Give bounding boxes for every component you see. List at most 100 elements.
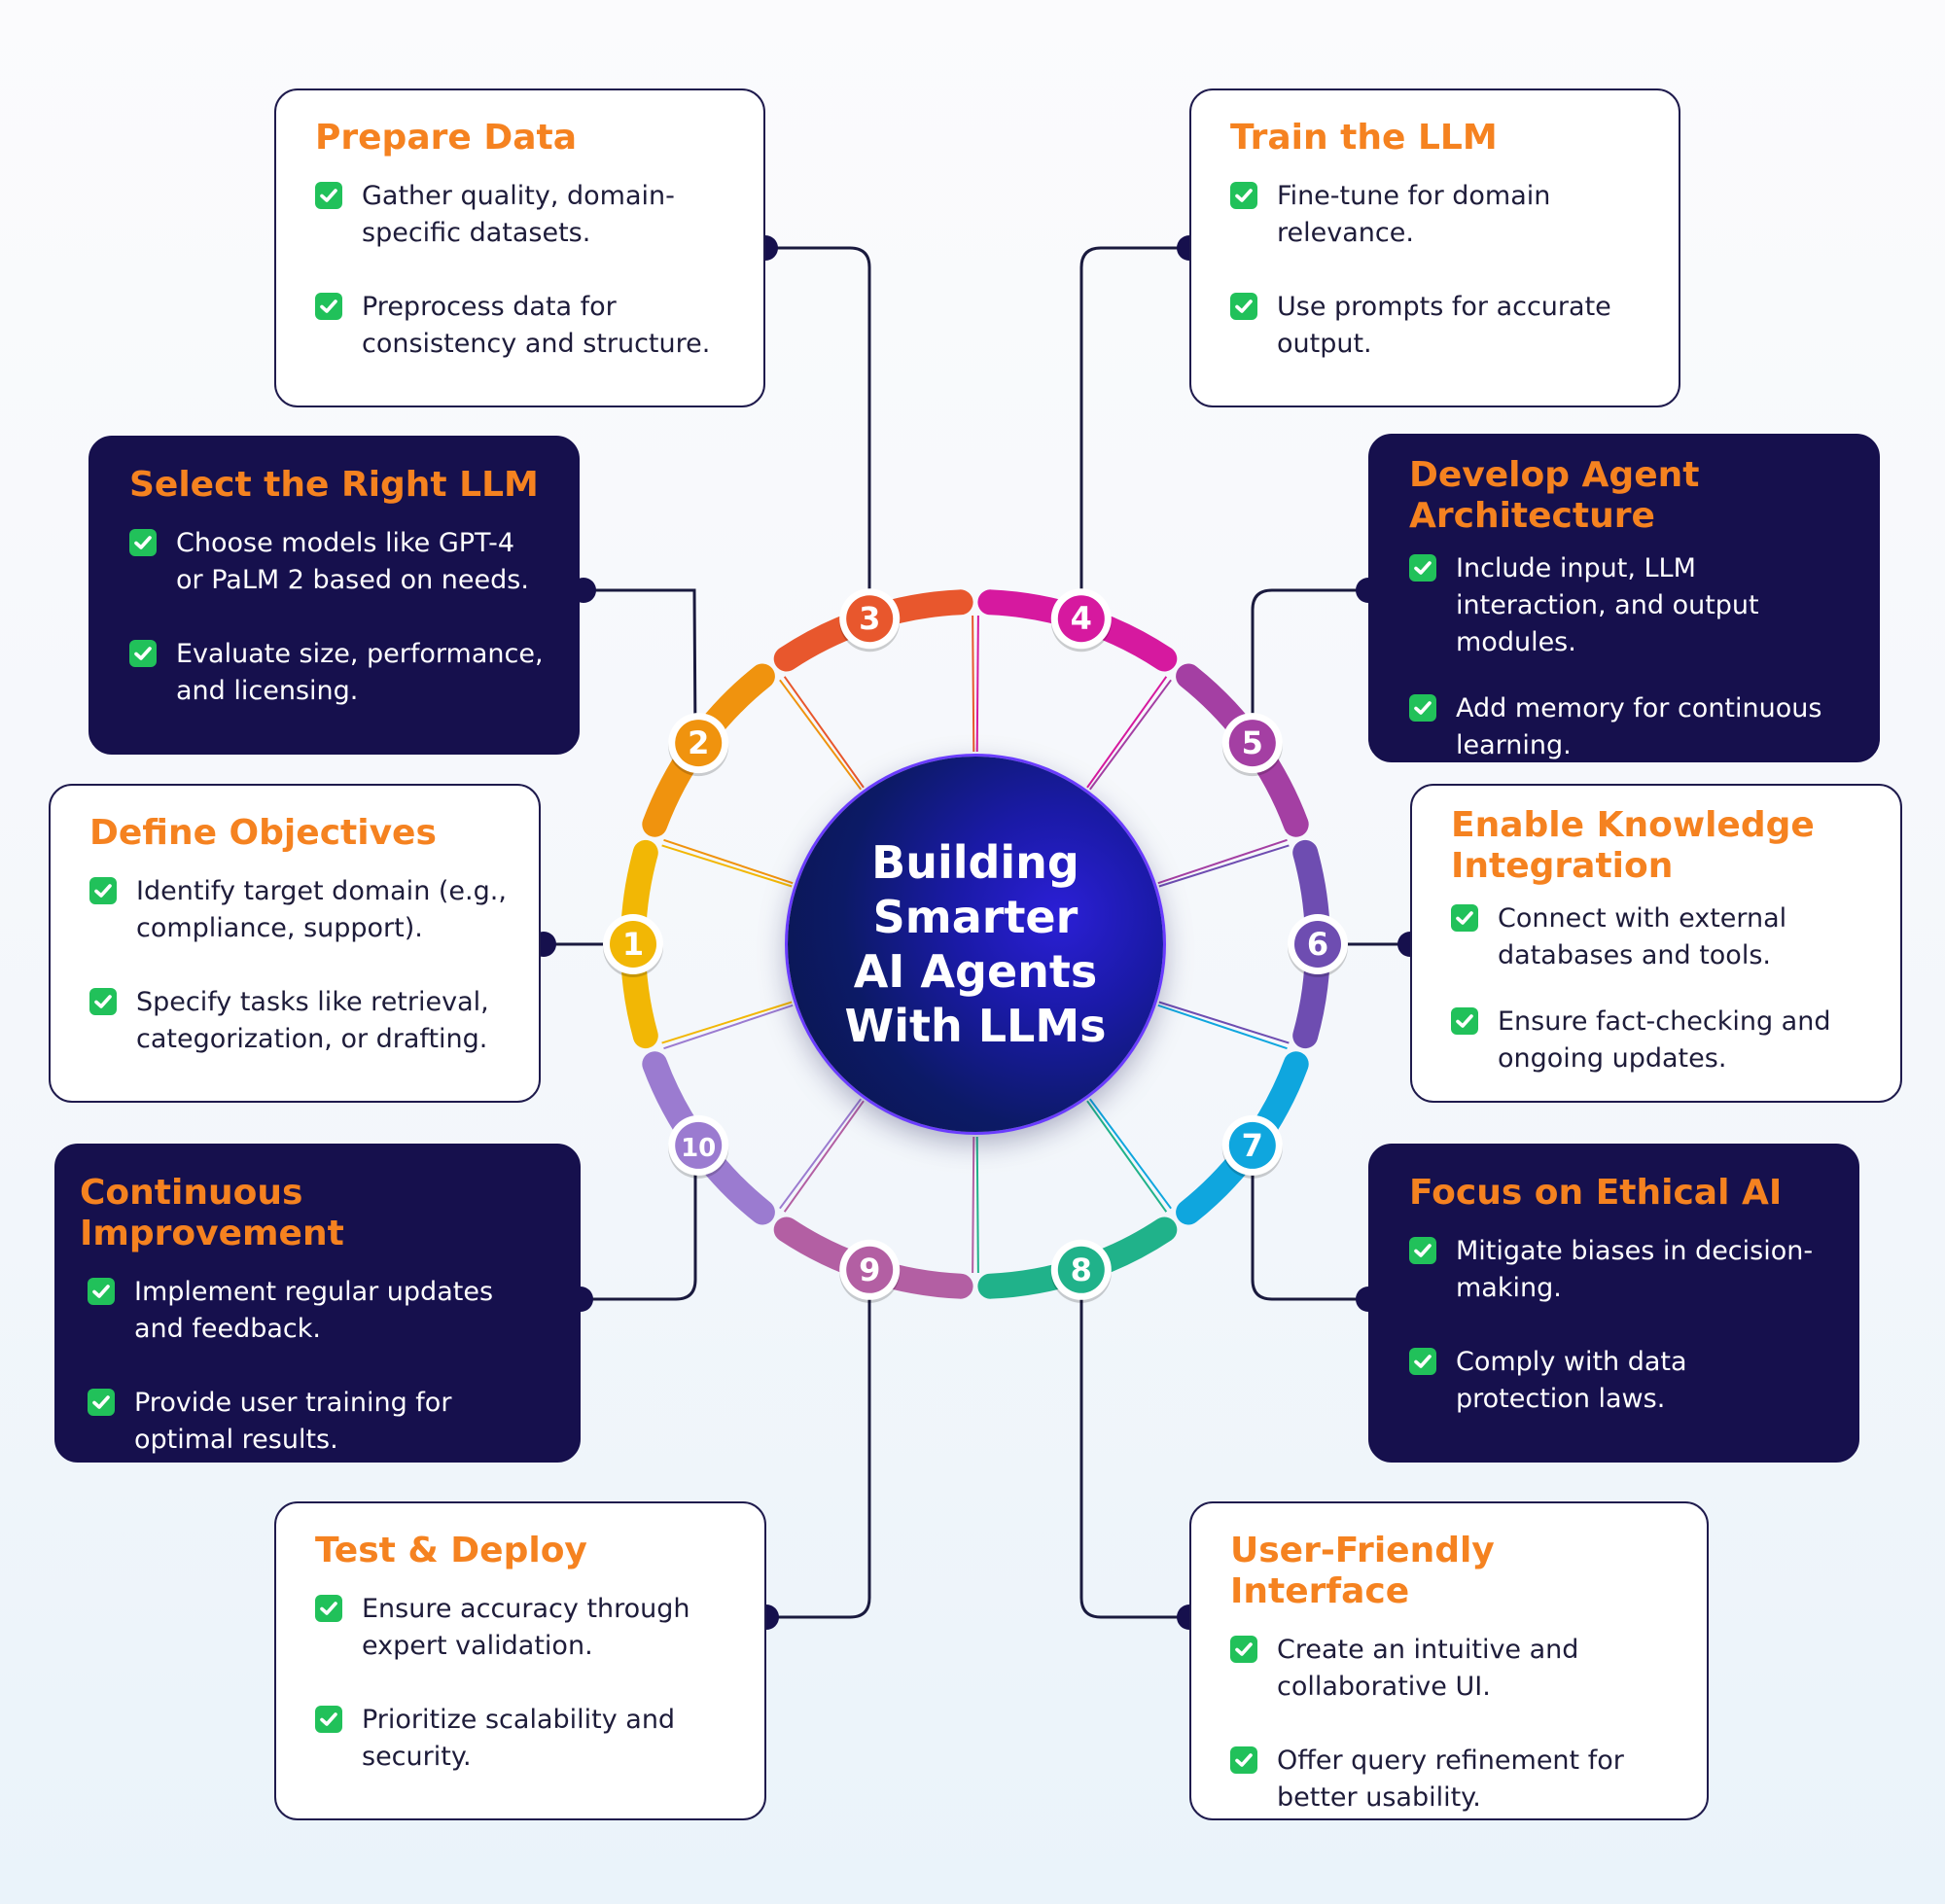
connector-line: [581, 1146, 697, 1301]
connector-line: [1251, 1147, 1368, 1301]
wheel-spokes: [661, 615, 1290, 1274]
step-badge: [1057, 595, 1105, 643]
card-user-interface: User-Friendly Interface Create an intuit…: [1189, 1501, 1709, 1820]
wheel-spoke-line: [1158, 1001, 1290, 1044]
card-bullet: Specify tasks like retrieval, categoriza…: [89, 984, 510, 1058]
check-icon: [1230, 1636, 1257, 1663]
check-icon: [88, 1389, 115, 1416]
card-bullet: Implement regular updates and feedback.: [88, 1274, 549, 1348]
bullet-text: Mitigate biases in decision-making.: [1456, 1236, 1814, 1303]
check-icon: [1230, 293, 1257, 320]
step-badge: [1228, 1121, 1276, 1169]
connector-line: [584, 588, 697, 744]
card-title: User-Friendly Interface: [1230, 1531, 1495, 1611]
card-bullet: Fine-tune for domain relevance.: [1230, 178, 1649, 252]
bullet-text: Create an intuitive and collaborative UI…: [1277, 1635, 1579, 1702]
step-number: 7: [1242, 1127, 1263, 1164]
step-badge: [675, 720, 723, 767]
card-test-deploy: Test & Deploy Ensure accuracy through ex…: [274, 1501, 766, 1820]
step-badge: [1294, 921, 1341, 968]
step-number: 8: [1071, 1252, 1092, 1288]
wheel-spoke-line: [661, 844, 793, 888]
card-bullet: Evaluate size, performance, and licensin…: [129, 636, 548, 710]
hub-title-line: Smarter: [872, 891, 1079, 943]
step-badge: [1228, 720, 1276, 767]
step-number: 5: [1242, 724, 1263, 761]
hub-title-line: Building: [871, 836, 1079, 889]
wheel-spoke-line: [663, 1004, 794, 1050]
step-badge: [846, 595, 894, 643]
wheel-spoke-line: [1088, 679, 1172, 791]
check-icon: [1451, 1007, 1478, 1035]
wheel-spoke-line: [783, 1100, 865, 1213]
wheel-spoke-line: [972, 1136, 975, 1274]
wheel-spoke-line: [661, 1001, 793, 1044]
step-number: 6: [1307, 926, 1328, 963]
bullet-text: Choose models like GPT-4 or PaLM 2 based…: [176, 528, 529, 595]
step-badge: [675, 1121, 723, 1169]
card-bullet: Gather quality, domain-specific datasets…: [315, 178, 734, 252]
connector-line: [766, 1270, 871, 1619]
card-bullet: Create an intuitive and collaborative UI…: [1230, 1632, 1678, 1706]
bullet-text: Add memory for continuous learning.: [1456, 693, 1822, 760]
wheel-spoke-line: [1158, 844, 1290, 888]
bullet-text: Evaluate size, performance, and licensin…: [176, 639, 544, 706]
check-icon: [1409, 554, 1436, 582]
card-train-llm: Train the LLM Fine-tune for domain relev…: [1189, 88, 1680, 407]
check-icon: [315, 1706, 342, 1733]
bullet-text: Include input, LLM interaction, and outp…: [1456, 553, 1759, 657]
step-badge: [846, 1246, 894, 1293]
check-icon: [1409, 1348, 1436, 1375]
check-icon: [129, 529, 157, 556]
step-badge: [1057, 1246, 1105, 1293]
card-bullet: Add memory for continuous learning.: [1409, 690, 1849, 764]
card-bullet: Connect with external databases and tool…: [1451, 900, 1871, 974]
card-bullet: Identify target domain (e.g., compliance…: [89, 873, 510, 947]
bullet-text: Use prompts for accurate output.: [1277, 292, 1611, 359]
card-title: Define Objectives: [89, 813, 437, 853]
wheel-spoke-line: [663, 838, 794, 885]
card-continuous-improvement: Continuous Improvement Implement regular…: [54, 1144, 581, 1463]
center-hub: Building Smarter AI Agents With LLMs: [788, 757, 1163, 1132]
card-bullet: Comply with data protection laws.: [1409, 1344, 1828, 1418]
wheel-spoke-line: [1157, 1004, 1288, 1050]
card-bullet: Prioritize scalability and security.: [315, 1702, 735, 1776]
bullet-text: Preprocess data for consistency and stru…: [362, 292, 711, 359]
wheel-spoke-line: [1086, 1100, 1168, 1213]
check-icon: [1451, 904, 1478, 932]
card-title: Test & Deploy: [315, 1531, 587, 1570]
step-number: 3: [859, 600, 880, 637]
check-icon: [89, 877, 117, 904]
card-prepare-data: Prepare Data Gather quality, domain-spec…: [274, 88, 765, 407]
card-select-llm: Select the Right LLM Choose models like …: [88, 436, 580, 755]
step-number: 10: [681, 1134, 716, 1163]
wheel-spoke-line: [1088, 1098, 1172, 1210]
bullet-text: Comply with data protection laws.: [1456, 1347, 1687, 1414]
wheel-spoke-line: [1086, 676, 1168, 789]
step-badge: [610, 921, 656, 968]
wheel-spoke-line: [779, 1098, 863, 1210]
check-icon: [129, 640, 157, 667]
card-bullet: Preprocess data for consistency and stru…: [315, 289, 734, 363]
check-icon: [88, 1278, 115, 1305]
card-title: Prepare Data: [315, 118, 577, 158]
card-knowledge-integration: Enable Knowledge Integration Connect wit…: [1410, 784, 1902, 1103]
connector-line: [1079, 1270, 1189, 1619]
wheel-spoke-line: [975, 615, 979, 753]
card-bullet: Use prompts for accurate output.: [1230, 289, 1649, 363]
bullet-text: Connect with external databases and tool…: [1498, 903, 1787, 970]
step-number: 1: [622, 926, 644, 963]
connector-line: [1079, 246, 1189, 618]
bullet-text: Ensure accuracy through expert validatio…: [362, 1594, 690, 1661]
step-number: 2: [688, 724, 709, 761]
card-bullet: Ensure accuracy through expert validatio…: [315, 1591, 735, 1665]
card-title: Develop Agent Architecture: [1409, 455, 1700, 536]
connector-line: [765, 246, 871, 618]
card-title: Enable Knowledge Integration: [1451, 805, 1815, 886]
bullet-text: Implement regular updates and feedback.: [134, 1277, 494, 1344]
bullet-text: Offer query refinement for better usabil…: [1277, 1745, 1624, 1813]
bullet-text: Gather quality, domain-specific datasets…: [362, 181, 675, 248]
card-title: Train the LLM: [1230, 118, 1498, 158]
